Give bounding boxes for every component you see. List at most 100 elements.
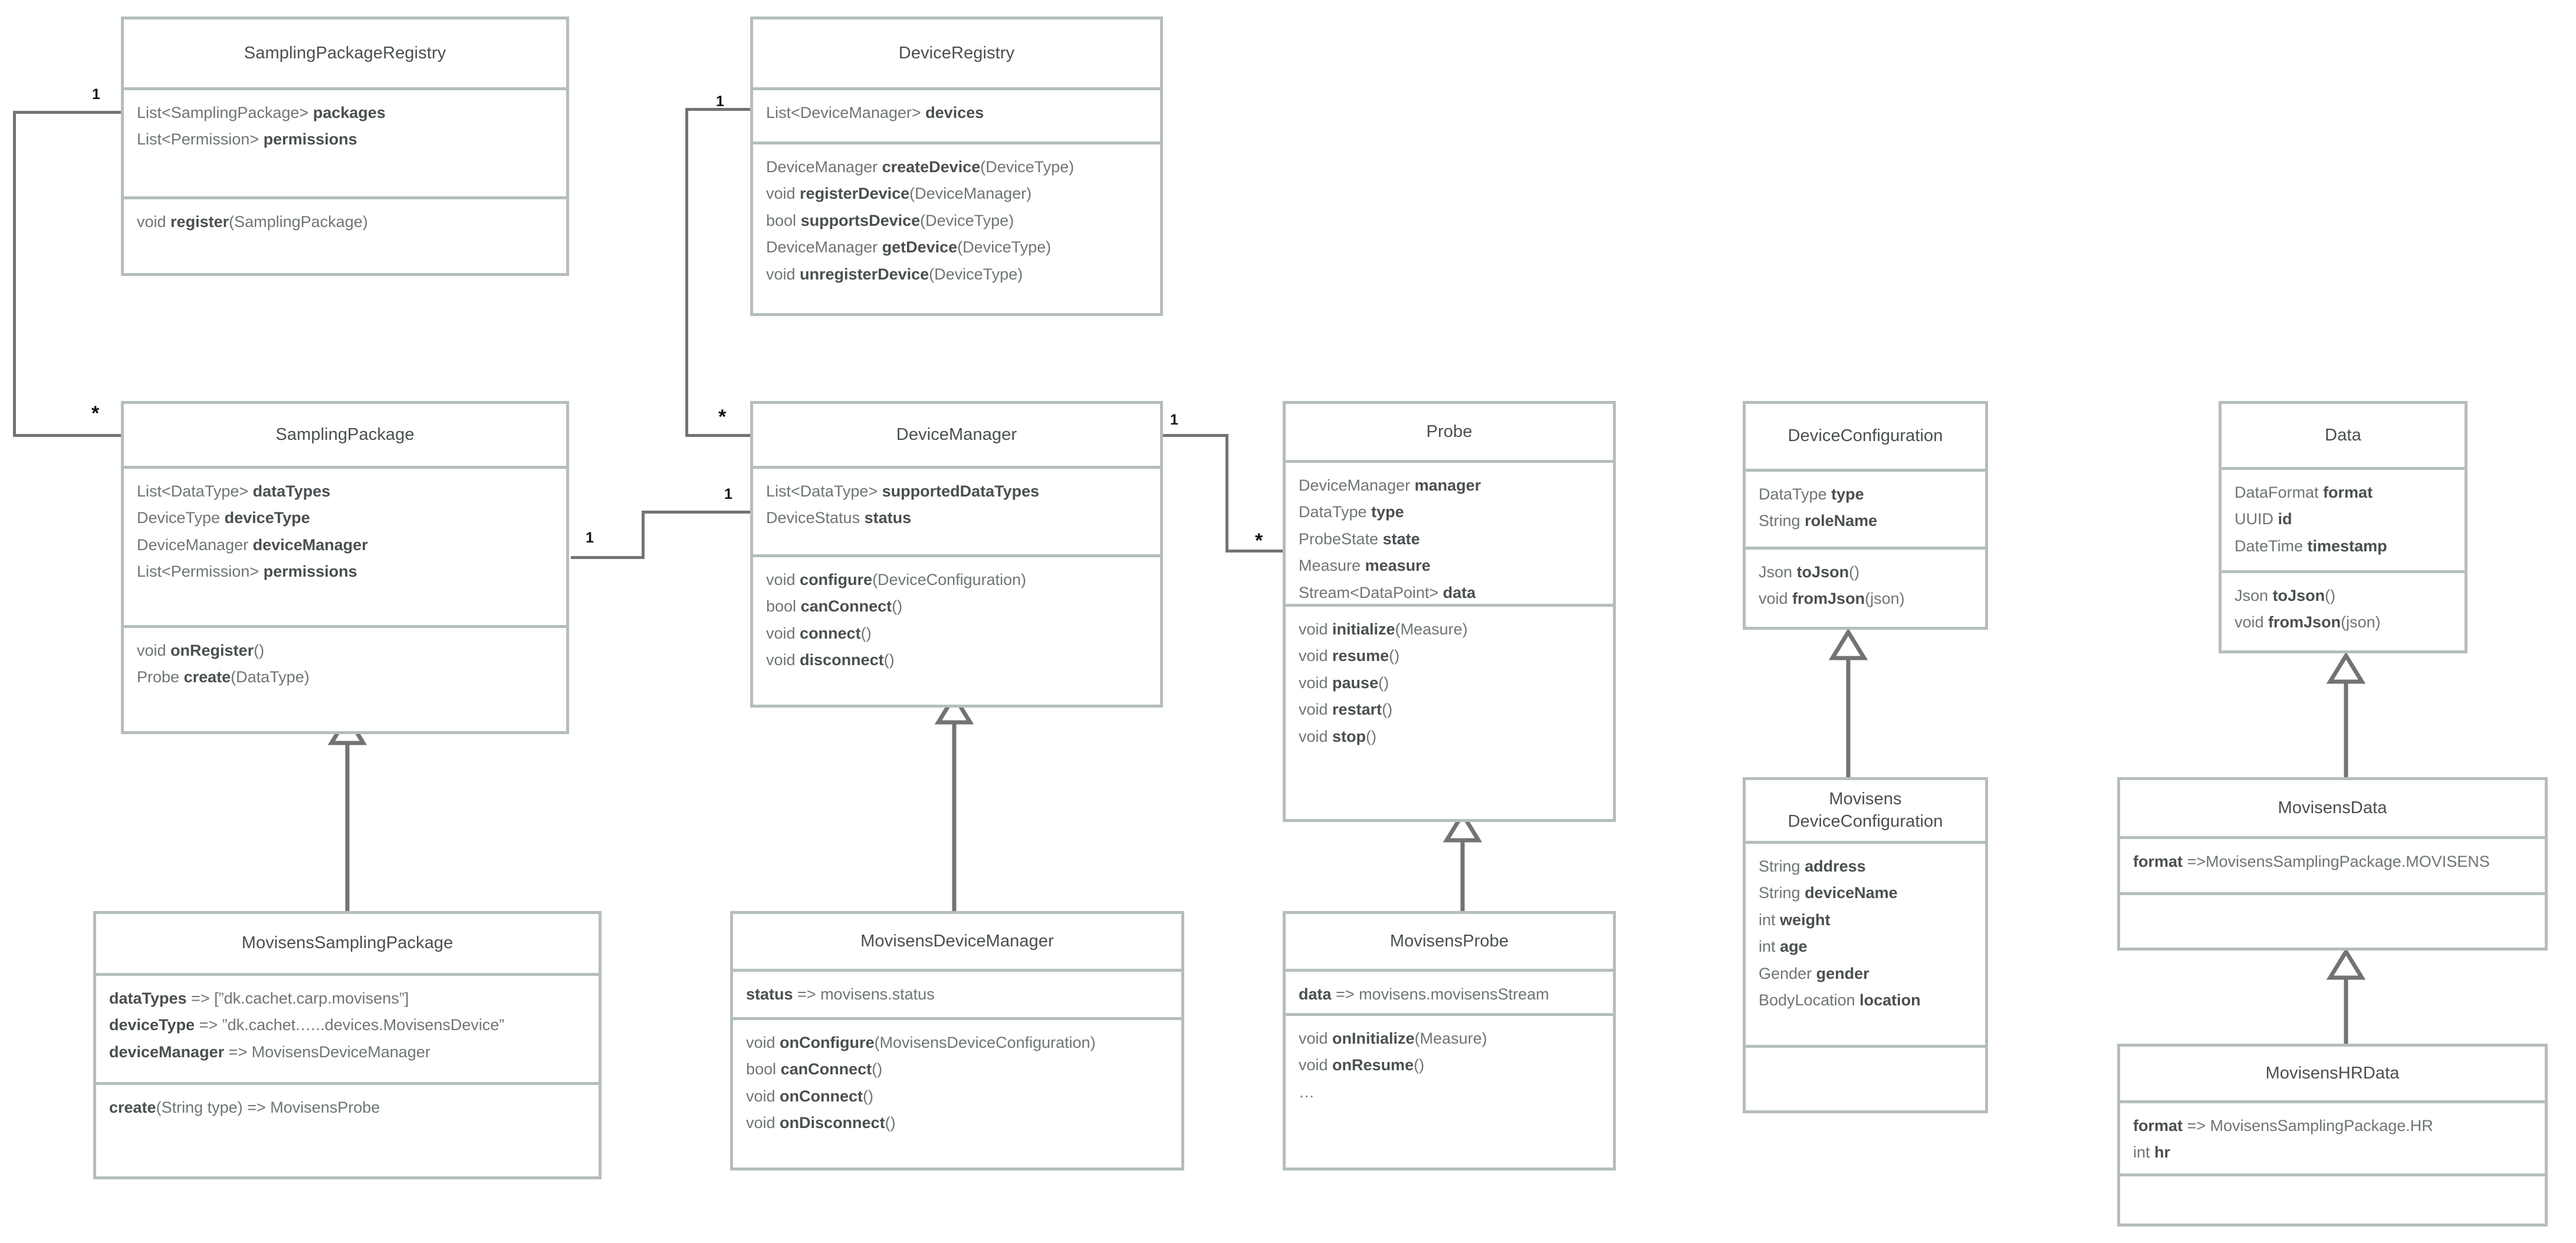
operation-row: Json toJson() <box>2235 587 2336 604</box>
class-box-movisens-probe[interactable]: MovisensProbe data => movisens.movisensS… <box>1283 911 1616 1170</box>
class-box-sampling-package-registry[interactable]: SamplingPackageRegistry List<SamplingPac… <box>121 17 569 276</box>
class-box-device-registry[interactable]: DeviceRegistry List<DeviceManager> devic… <box>750 17 1163 316</box>
attribute-row: deviceManager => MovisensDeviceManager <box>109 1043 431 1061</box>
class-operations-sampling-package: void onRegister() Probe create(DataType) <box>124 628 566 701</box>
class-attributes-movisens-hr-data: format => MovisensSamplingPackage.HR int… <box>2120 1103 2545 1176</box>
class-title-data: Data <box>2222 404 2465 470</box>
class-box-sampling-package[interactable]: SamplingPackage List<DataType> dataTypes… <box>121 401 569 734</box>
attribute-row: BodyLocation location <box>1759 991 1921 1009</box>
class-title-device-registry: DeviceRegistry <box>753 19 1160 90</box>
assoc-manager-probe-lower <box>1225 550 1286 553</box>
attribute-row: List<DataType> supportedDataTypes <box>766 482 1040 500</box>
operation-row: void onInitialize(Measure) <box>1299 1030 1487 1047</box>
attribute-row: Stream<DataPoint> data <box>1299 583 1476 601</box>
assoc-manager-probe-upper <box>1158 434 1228 437</box>
class-operations-movisens-device-manager: void onConfigure(MovisensDeviceConfigura… <box>733 1020 1181 1146</box>
attribute-row: List<DataType> dataTypes <box>137 482 331 500</box>
operation-row: void initialize(Measure) <box>1299 620 1468 638</box>
class-title-sampling-package-registry: SamplingPackageRegistry <box>124 19 566 90</box>
class-title-movisens-device-configuration: Movisens DeviceConfiguration <box>1746 780 1985 844</box>
operation-row: void pause() <box>1299 673 1389 692</box>
operation-row: void registerDevice(DeviceManager) <box>766 185 1032 203</box>
class-attributes-device-configuration: DataType type String roleName <box>1746 472 1985 550</box>
class-attributes-movisens-data: format =>MovisensSamplingPackage.MOVISEN… <box>2120 839 2545 895</box>
class-title-probe: Probe <box>1286 404 1613 463</box>
attribute-row: Measure measure <box>1299 557 1431 575</box>
class-attributes-sampling-package-registry: List<SamplingPackage> packages List<Perm… <box>124 90 566 199</box>
assoc-package-manager-upper <box>642 511 752 514</box>
attribute-row: format =>MovisensSamplingPackage.MOVISEN… <box>2133 853 2490 870</box>
mult-deviceregistry-one: 1 <box>716 93 724 110</box>
inheritance-data <box>2319 653 2373 777</box>
attribute-row: int age <box>1759 938 1808 956</box>
mult-package-manager-left: 1 <box>586 530 594 546</box>
attribute-row: DeviceType deviceType <box>137 509 310 527</box>
class-box-movisens-sampling-package[interactable]: MovisensSamplingPackage dataTypes => [”d… <box>93 911 602 1179</box>
operation-row: void restart() <box>1299 701 1393 719</box>
class-operations-movisens-hr-data <box>2120 1176 2545 1195</box>
class-operations-data: Json toJson() void fromJson(json) <box>2222 573 2465 646</box>
class-title-device-manager: DeviceManager <box>753 404 1160 469</box>
operation-row: void resume() <box>1299 647 1400 665</box>
attribute-row: data => movisens.movisensStream <box>1299 985 1549 1003</box>
mult-registry-package-many: * <box>91 402 100 425</box>
class-title-movisens-probe: MovisensProbe <box>1286 914 1613 972</box>
operation-row: void fromJson(json) <box>2235 613 2381 632</box>
assoc-package-manager-riser <box>642 511 645 559</box>
attribute-row: String roleName <box>1759 512 1878 530</box>
attribute-row: int hr <box>2133 1143 2171 1162</box>
class-box-movisens-device-manager[interactable]: MovisensDeviceManager status => movisens… <box>730 911 1184 1170</box>
attribute-row: List<Permission> permissions <box>137 130 357 149</box>
attribute-row: List<Permission> permissions <box>137 563 357 581</box>
operation-row: void register(SamplingPackage) <box>137 213 368 231</box>
class-title-line-1: Movisens <box>1829 790 1902 809</box>
assoc-package-manager-lower <box>571 556 645 559</box>
attribute-row: DateTime timestamp <box>2235 537 2387 555</box>
class-box-device-manager[interactable]: DeviceManager List<DataType> supportedDa… <box>750 401 1163 708</box>
class-attributes-device-registry: List<DeviceManager> devices <box>753 90 1160 144</box>
class-attributes-movisens-probe: data => movisens.movisensStream <box>1286 972 1613 1016</box>
operation-row: void onResume() <box>1299 1056 1425 1074</box>
class-box-device-configuration[interactable]: DeviceConfiguration DataType type String… <box>1743 401 1988 630</box>
attribute-row: DataType type <box>1299 503 1404 521</box>
operation-row: void onRegister() <box>137 642 265 659</box>
attribute-row: dataTypes => [”dk.cachet.carp.movisens”] <box>109 989 409 1007</box>
operation-row: … <box>1299 1083 1315 1101</box>
attribute-row: List<SamplingPackage> packages <box>137 104 386 121</box>
class-title-movisens-device-manager: MovisensDeviceManager <box>733 914 1181 972</box>
operation-row: void configure(DeviceConfiguration) <box>766 571 1027 588</box>
assoc-deviceregistry-manager-left <box>685 108 688 434</box>
attribute-row: Gender gender <box>1759 964 1869 982</box>
class-title-line-2: DeviceConfiguration <box>1788 811 1943 831</box>
operation-row: DeviceManager createDevice(DeviceType) <box>766 158 1075 176</box>
class-box-probe[interactable]: Probe DeviceManager manager DataType typ… <box>1283 401 1616 822</box>
class-attributes-movisens-sampling-package: dataTypes => [”dk.cachet.carp.movisens”]… <box>96 976 599 1085</box>
operation-row: void stop() <box>1299 727 1377 745</box>
mult-package-manager-right: 1 <box>724 486 732 502</box>
attribute-row: format => MovisensSamplingPackage.HR <box>2133 1117 2433 1135</box>
class-operations-probe: void initialize(Measure) void resume() v… <box>1286 607 1613 759</box>
attribute-row: UUID id <box>2235 510 2292 528</box>
class-operations-movisens-probe: void onInitialize(Measure) void onResume… <box>1286 1016 1613 1115</box>
class-box-movisens-hr-data[interactable]: MovisensHRData format => MovisensSamplin… <box>2117 1044 2548 1226</box>
class-box-movisens-data[interactable]: MovisensData format =>MovisensSamplingPa… <box>2117 777 2548 951</box>
class-title-movisens-hr-data: MovisensHRData <box>2120 1047 2545 1103</box>
attribute-row: status => movisens.status <box>746 985 935 1003</box>
class-box-movisens-device-configuration[interactable]: Movisens DeviceConfiguration String addr… <box>1743 777 1988 1113</box>
class-operations-movisens-sampling-package: create(String type) => MovisensProbe <box>96 1085 599 1130</box>
mult-manager-probe-one: 1 <box>1170 412 1178 428</box>
class-box-data[interactable]: Data DataFormat format UUID id DateTime … <box>2219 401 2467 653</box>
class-title-sampling-package: SamplingPackage <box>124 404 566 469</box>
operation-row: void unregisterDevice(DeviceType) <box>766 265 1023 283</box>
operation-row: void onConfigure(MovisensDeviceConfigura… <box>746 1034 1096 1051</box>
operation-row: bool supportsDevice(DeviceType) <box>766 211 1014 229</box>
operation-row: void disconnect() <box>766 651 895 669</box>
operation-row: bool canConnect() <box>746 1060 883 1078</box>
assoc-deviceregistry-manager-bottom <box>685 434 752 437</box>
inheritance-samplingpackage <box>321 715 374 915</box>
class-operations-device-configuration: Json toJson() void fromJson(json) <box>1746 550 1985 622</box>
operation-row: Probe create(DataType) <box>137 668 310 686</box>
class-operations-device-registry: DeviceManager createDevice(DeviceType) v… <box>753 144 1160 297</box>
inheritance-deviceconfiguration <box>1822 630 1875 777</box>
